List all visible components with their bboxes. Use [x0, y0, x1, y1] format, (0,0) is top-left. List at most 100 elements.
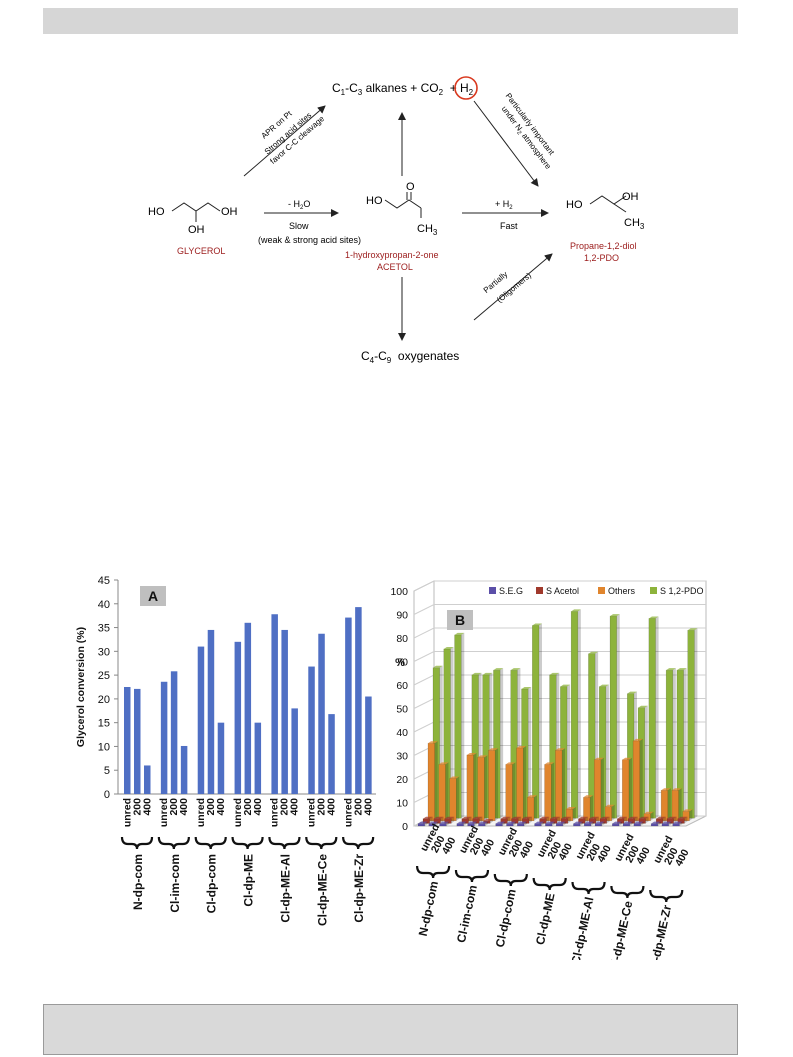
bar-top	[566, 807, 576, 810]
bar-side	[678, 788, 682, 821]
bar-top	[595, 821, 605, 824]
condition-label: unred	[195, 798, 207, 827]
condition-label: 400	[141, 798, 153, 816]
bar-top	[461, 816, 472, 819]
step2-condition: + H2	[495, 199, 513, 211]
group-brace	[157, 836, 190, 850]
bar-top	[578, 816, 589, 819]
bar	[594, 823, 602, 827]
bar-top	[600, 816, 610, 819]
bar-side	[655, 616, 659, 819]
condition-label: unred	[121, 798, 133, 827]
bar-side	[485, 821, 489, 826]
bar	[345, 617, 352, 794]
bar	[666, 818, 674, 824]
bar-side	[668, 821, 672, 826]
bar-top	[443, 647, 454, 649]
bar-side	[541, 821, 545, 826]
bar-top	[482, 672, 493, 675]
bar	[660, 790, 669, 822]
bar-top	[638, 816, 649, 819]
pdo-oh: OH	[622, 191, 639, 203]
bar	[254, 722, 262, 794]
bar	[466, 754, 474, 822]
bar-top	[539, 816, 550, 819]
condition-label: 200	[242, 798, 254, 816]
bar	[545, 823, 553, 827]
bar-side	[450, 647, 454, 819]
y-tick-label: 30	[396, 751, 408, 763]
bar-top	[527, 795, 537, 798]
hydrogen-label: H2	[460, 81, 474, 97]
bar-top	[500, 816, 511, 819]
bar-side	[600, 757, 604, 821]
group-brace	[571, 881, 606, 895]
bar-top	[651, 821, 661, 824]
bar-top	[588, 651, 599, 654]
bar-top	[622, 757, 632, 760]
bar	[677, 818, 685, 824]
bar	[472, 818, 480, 824]
bar	[449, 778, 457, 822]
bar-top	[438, 762, 449, 765]
bar-top	[617, 816, 627, 819]
gridline	[413, 604, 706, 615]
pdo-ch3: CH3	[624, 217, 645, 231]
apr-labels: APR on Pt Strong acid sites favor C-C cl…	[260, 109, 327, 166]
bar-top	[477, 755, 488, 758]
bar-side	[562, 748, 566, 821]
bar-side	[567, 684, 571, 819]
bar-side	[683, 668, 687, 819]
condition-label: 400	[178, 798, 190, 816]
bar-top	[628, 816, 638, 819]
glycerol-ho: HO	[148, 206, 165, 218]
group-brace	[342, 836, 375, 850]
pdo-name: Propane-1,2-diol	[570, 241, 637, 251]
bar-side	[672, 668, 676, 819]
bar	[197, 646, 205, 794]
y-tick-label: 0	[104, 789, 110, 801]
y-axis-title: Glycerol conversion (%)	[75, 627, 87, 747]
bar	[217, 722, 225, 794]
bar-top	[623, 821, 633, 824]
y-tick-label: 80	[396, 633, 408, 645]
bar	[516, 747, 524, 822]
bar-side	[523, 745, 527, 821]
bar-top	[555, 748, 566, 751]
group-brace	[493, 873, 528, 887]
condition-label: 400	[326, 798, 338, 816]
reaction-scheme: C1-C3 alkanes + CO2 + H2 HO OH OH GLYCER…	[148, 76, 645, 365]
footer-band	[43, 1004, 738, 1055]
glycerol-oh-right: OH	[221, 206, 238, 218]
bar-top	[456, 821, 467, 824]
bar-side	[684, 816, 688, 824]
bar-top	[433, 816, 444, 819]
bar-side	[446, 821, 450, 826]
group-label: N-dp-com	[416, 880, 441, 938]
bar-top	[522, 816, 532, 819]
legend-label: Others	[608, 586, 636, 596]
group-label: Cl-dp-ME-Ce	[315, 854, 329, 926]
group-brace	[610, 885, 645, 899]
bar-top	[511, 816, 522, 819]
bar	[622, 759, 630, 822]
condition-label: unred	[306, 798, 318, 827]
bar-side	[523, 821, 527, 826]
bar	[573, 823, 581, 827]
step1-rate: Slow	[289, 221, 309, 231]
group-label: Cl-dp-com	[205, 854, 219, 913]
bar-side	[639, 738, 643, 821]
bar	[438, 764, 446, 822]
arrow-glycerol-to-alkanes	[243, 105, 326, 177]
bottom-products: C4-C9 oxygenates	[361, 349, 459, 365]
bar-top	[643, 811, 654, 814]
bar-top	[534, 821, 545, 824]
y-tick-label: 100	[390, 586, 408, 598]
bar	[578, 818, 586, 824]
bar	[655, 818, 664, 824]
gridline	[413, 580, 706, 592]
bar-side	[495, 748, 499, 821]
bar	[583, 823, 592, 827]
bar-top	[472, 816, 483, 819]
